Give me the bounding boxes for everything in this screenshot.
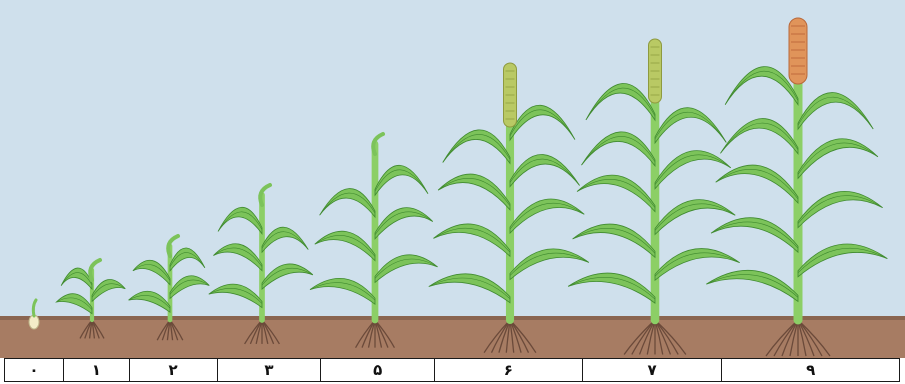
stage-label-6: ۶ [434, 359, 582, 381]
stage-label-9: ۹ [721, 359, 899, 381]
stage-label-7: ۷ [582, 359, 722, 381]
stage-label-1: ۱ [63, 359, 129, 381]
stage-label-3: ۳ [217, 359, 321, 381]
stage-label-2: ۲ [129, 359, 217, 381]
stage-label-0: ۰ [5, 359, 63, 381]
stage-label-5: ۵ [320, 359, 434, 381]
sky-background [0, 0, 905, 322]
stage-number-bar: ۰ ۱ ۲ ۳ ۵ ۶ ۷ ۹ [4, 358, 900, 382]
soil-surface [0, 316, 905, 320]
plant-illustration [0, 0, 905, 358]
